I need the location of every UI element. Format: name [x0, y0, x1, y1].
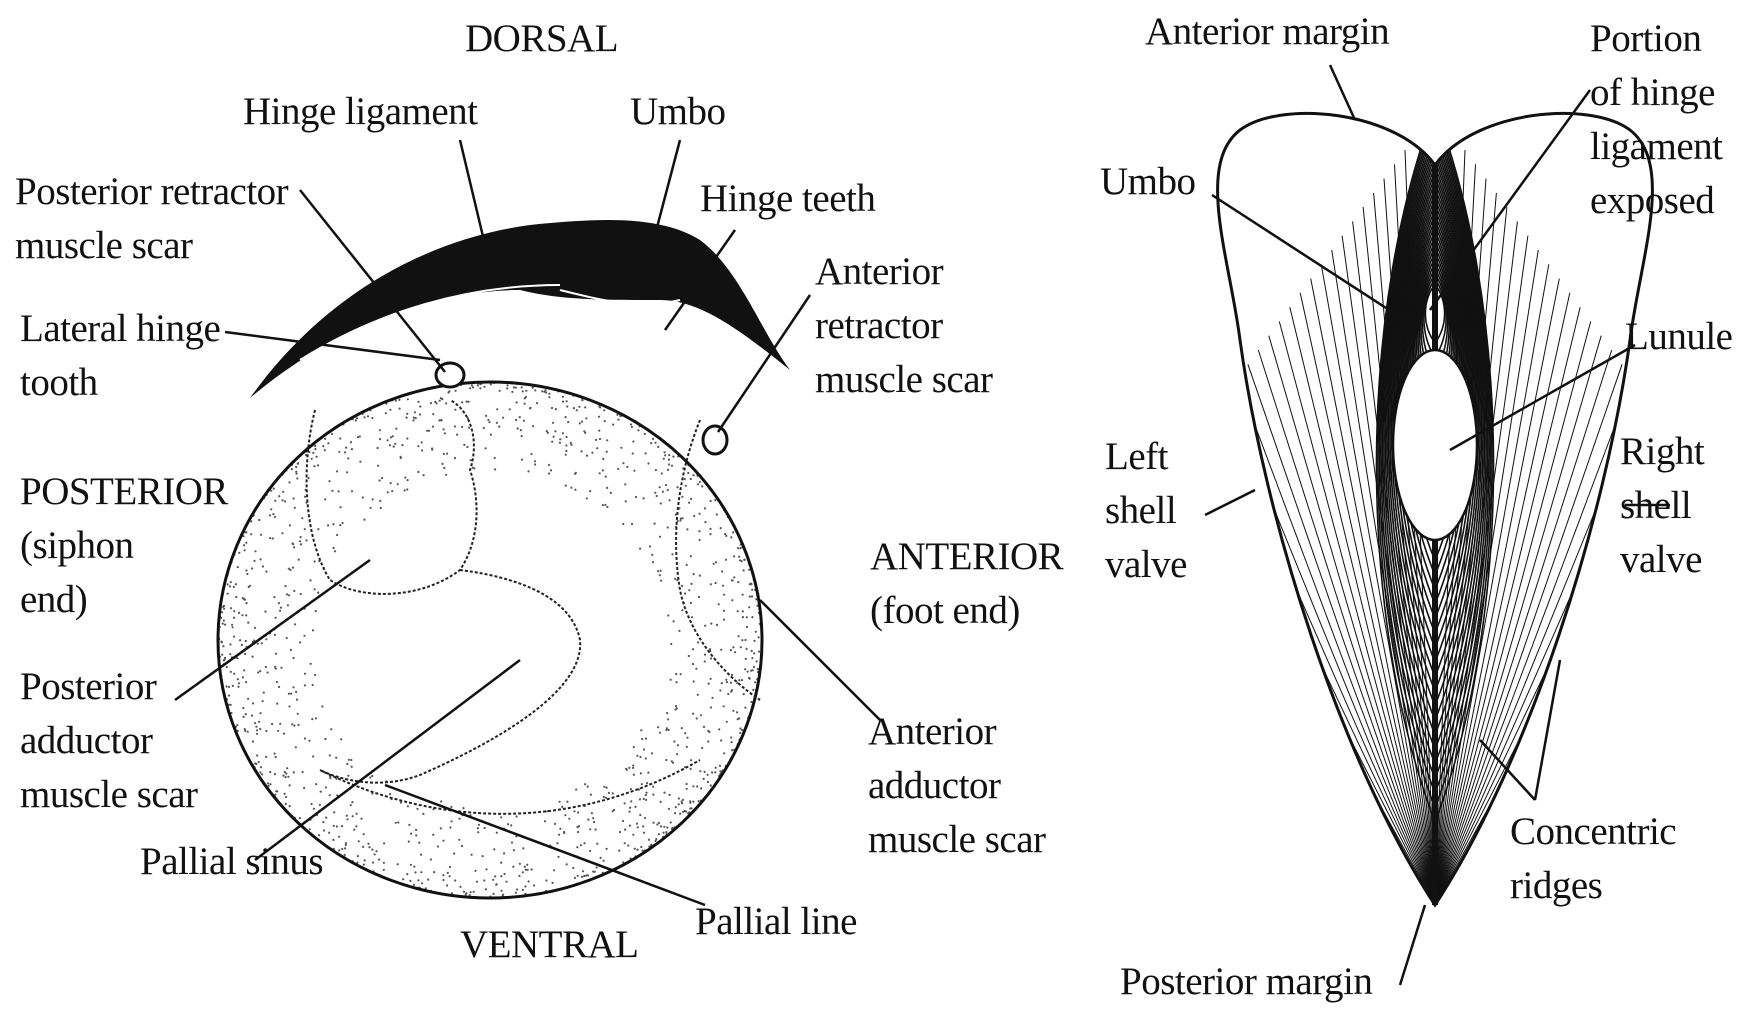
lunule-shape	[1393, 350, 1477, 540]
pallial-sinus-label: Pallial sinus	[140, 835, 323, 889]
anterior-retractor-scar	[703, 426, 727, 454]
umbo-label-right: Umbo	[1100, 155, 1196, 209]
pallial-sinus-outline	[320, 570, 580, 783]
posterior-orientation-label: POSTERIOR (siphon end)	[20, 465, 228, 627]
hinge-ligament-label: Hinge ligament	[243, 85, 478, 139]
portion-hinge-ligament-label: Portion of hinge ligament exposed	[1590, 12, 1722, 228]
anterior-retractor-label: Anterior retractor muscle scar	[815, 245, 993, 407]
posterior-margin-label: Posterior margin	[1120, 955, 1372, 1009]
shell-outline	[218, 382, 762, 898]
ventral-label: VENTRAL	[460, 918, 638, 972]
anterior-orientation-label: ANTERIOR (foot end)	[870, 530, 1063, 638]
anterior-margin-label: Anterior margin	[1145, 5, 1389, 59]
shell-stipple-shading	[217, 381, 763, 898]
lunule-label: Lunule	[1625, 310, 1732, 364]
anterior-adductor-label: Anterior adductor muscle scar	[868, 705, 1046, 867]
posterior-adductor-label: Posterior adductor muscle scar	[20, 660, 198, 822]
hinge-teeth-label: Hinge teeth	[700, 172, 875, 226]
pallial-line-label: Pallial line	[695, 895, 857, 949]
left-shell-valve-label: Left shell valve	[1105, 430, 1187, 592]
umbo-label-left: Umbo	[630, 85, 726, 139]
right-shell-valve-label: Right shell valve	[1620, 425, 1704, 587]
dorsal-label: DORSAL	[465, 12, 618, 66]
concentric-ridges-label: Concentric ridges	[1510, 805, 1676, 913]
lateral-hinge-tooth-label: Lateral hinge tooth	[20, 302, 220, 410]
posterior-retractor-label: Posterior retractor muscle scar	[15, 165, 288, 273]
